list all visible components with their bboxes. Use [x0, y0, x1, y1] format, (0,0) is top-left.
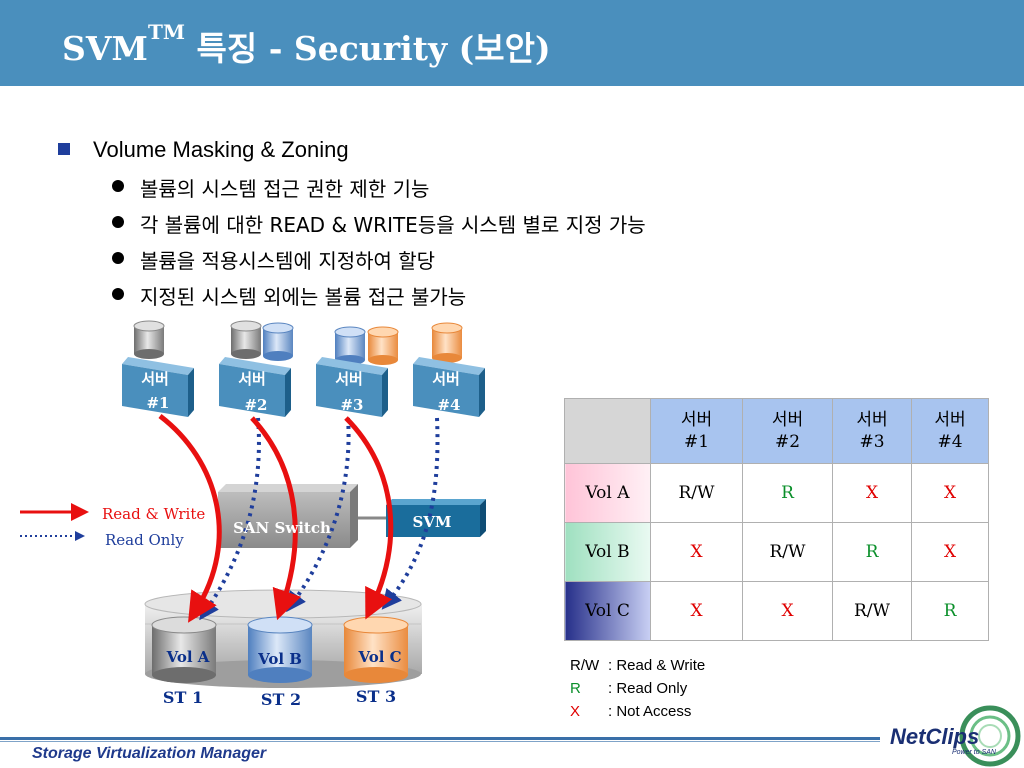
- server-2-drum-b: [262, 322, 294, 361]
- row-label-vol-c: Vol C: [564, 581, 651, 641]
- table-corner-cell: [564, 398, 651, 464]
- san-switch: [218, 484, 358, 548]
- server-3-box: [316, 357, 388, 417]
- read-only-path-s2-vola: [199, 417, 261, 621]
- title-prefix: SVM: [62, 29, 148, 68]
- sub-bullet-1: 볼륨의 시스템 접근 권한 제한 기능: [140, 177, 430, 201]
- title-tm: TM: [147, 20, 185, 44]
- round-bullet-icon: [112, 252, 124, 264]
- sub-bullet-4: 지정된 시스템 외에는 볼륨 접근 불가능: [140, 285, 467, 309]
- cell-vola-s4: X: [911, 463, 989, 523]
- server-3-drum-b: [367, 326, 399, 365]
- server-2-label: 서버: [238, 370, 266, 388]
- table-header-server-3: 서버#3: [832, 398, 912, 464]
- table-header-server-4: 서버#4: [911, 398, 989, 464]
- table-row: Vol C X X R/W R: [564, 581, 989, 641]
- round-bullet-icon: [112, 288, 124, 300]
- server-2-box: [219, 357, 291, 417]
- cell-volc-s3: R/W: [832, 581, 912, 641]
- legend-desc-r: : Read Only: [608, 680, 688, 697]
- table-legend: R/W : Read & Write R : Read Only X : Not Ac…: [570, 654, 705, 723]
- read-write-path-s2-volb: [250, 416, 302, 621]
- volume-c-label: Vol C: [357, 648, 401, 666]
- title-bar: [0, 0, 1024, 86]
- table-header-server-2: 서버#2: [742, 398, 833, 464]
- server-2-drum-a: [230, 320, 262, 359]
- row-label-vol-b: Vol B: [564, 522, 651, 582]
- slide-title: SVMTM 특징 - Security (보안): [62, 20, 551, 70]
- storage-2-label: ST 2: [261, 690, 301, 709]
- server-1-label: 서버: [141, 370, 169, 388]
- volume-b-label: Vol B: [257, 650, 302, 668]
- footer-divider-thin: [0, 741, 880, 742]
- table-row: Vol B X R/W R X: [564, 522, 989, 582]
- cell-volc-s2: X: [742, 581, 833, 641]
- san-switch-label: SAN Switch: [233, 519, 331, 537]
- legend-key-x: X: [570, 703, 581, 720]
- legend-desc-x: : Not Access: [608, 703, 692, 720]
- volume-b-cylinder: [247, 616, 313, 683]
- server-1-drum: [133, 320, 165, 359]
- server-4-label: 서버: [432, 370, 460, 388]
- table-row: Vol A R/W R X X: [564, 463, 989, 523]
- volume-a-label: Vol A: [166, 648, 210, 666]
- cell-volc-s4: R: [911, 581, 989, 641]
- cell-vola-s1: R/W: [650, 463, 743, 523]
- sub-bullet-2: 각 볼륨에 대한 READ & WRITE등을 시스템 별로 지정 가능: [140, 213, 646, 237]
- read-write-path-s3-volc: [344, 416, 394, 620]
- cell-volb-s4: X: [911, 522, 989, 582]
- access-permission-table: 서버#1 서버#2 서버#3 서버#4 Vol A R/W R X X Vol …: [564, 398, 989, 641]
- server-3-label: 서버: [335, 370, 363, 388]
- round-bullet-icon: [112, 180, 124, 192]
- read-only-path-s4-volc: [381, 417, 440, 610]
- legend-item: R/W : Read & Write: [570, 654, 705, 677]
- server-2-num: #2: [244, 396, 267, 414]
- server-4-num: #4: [437, 396, 460, 414]
- read-write-path-s1-vola: [158, 414, 222, 623]
- cell-volb-s2: R/W: [742, 522, 833, 582]
- legend-key-rw: R/W: [570, 657, 600, 674]
- legend-desc-rw: : Read & Write: [608, 657, 706, 674]
- storage-1-label: ST 1: [163, 688, 203, 707]
- round-bullet-icon: [112, 216, 124, 228]
- netclips-logo-text: NetClips: [890, 724, 980, 749]
- server-1-num: #1: [146, 394, 169, 412]
- legend-key-r: R: [570, 680, 581, 697]
- server-4-box: [413, 357, 485, 417]
- sub-bullet-3: 볼륨을 적용시스템에 지정하여 할당: [140, 249, 436, 273]
- legend-read-only-label: Read Only: [105, 531, 184, 549]
- svm-label: SVM: [412, 513, 451, 531]
- netclips-logo-icon: [959, 705, 1021, 767]
- cell-volb-s3: R: [832, 522, 912, 582]
- storage-3-label: ST 3: [356, 687, 396, 706]
- cell-vola-s2: R: [742, 463, 833, 523]
- footer-divider: [0, 737, 880, 740]
- svm-box: [386, 499, 486, 537]
- cell-vola-s3: X: [832, 463, 912, 523]
- footer-title: Storage Virtualization Manager: [32, 745, 267, 762]
- netclips-logo-sub: Power to SAN: [952, 749, 996, 756]
- legend-read-write-label: Read & Write: [102, 505, 205, 523]
- server-4-drum: [431, 322, 463, 363]
- table-header-row: 서버#1 서버#2 서버#3 서버#4: [564, 398, 989, 464]
- server-3-num: #3: [340, 396, 363, 414]
- cell-volb-s1: X: [650, 522, 743, 582]
- cell-volc-s1: X: [650, 581, 743, 641]
- server-1-box: [122, 357, 194, 417]
- legend-item: R : Read Only: [570, 677, 705, 700]
- volume-c-cylinder: [343, 616, 409, 683]
- table-header-server-1: 서버#1: [650, 398, 743, 464]
- server-3-drum-a: [334, 326, 366, 365]
- row-label-vol-a: Vol A: [564, 463, 651, 523]
- legend-item: X : Not Access: [570, 700, 705, 723]
- square-bullet-icon: [58, 143, 70, 155]
- title-rest: 특징 - Security (보안): [185, 29, 551, 68]
- main-bullet: Volume Masking & Zoning: [93, 137, 349, 162]
